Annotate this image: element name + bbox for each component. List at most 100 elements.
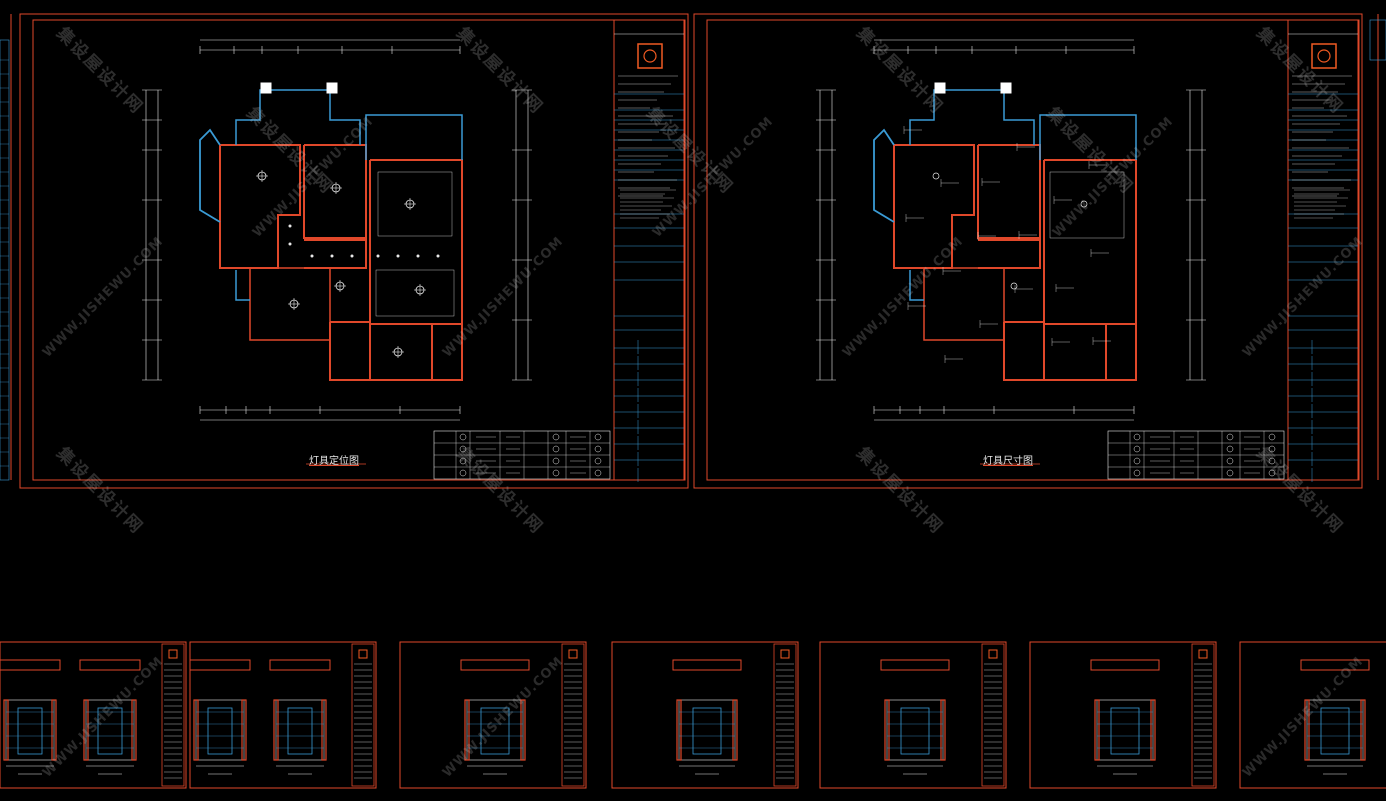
elevation-sheet-frame (1239, 641, 1386, 789)
sheet-outer-frame (693, 13, 1363, 489)
elevation-side-wall (51, 699, 57, 761)
adjacent-sheet-fragments (0, 14, 1386, 481)
room-wall-right (432, 324, 463, 381)
ceiling-outline (375, 269, 455, 317)
room-wall-bath (329, 321, 371, 381)
legend-symbol (552, 457, 560, 465)
elevation-plan-strip (189, 659, 251, 671)
title-block-frame (613, 19, 685, 481)
elevation-plan-strip (1300, 659, 1370, 671)
elevation-title-block (561, 643, 585, 787)
elevation-door (1320, 707, 1350, 755)
column-marker (260, 82, 272, 94)
elevation-plan-strip (1090, 659, 1160, 671)
company-logo (168, 649, 178, 659)
legend-symbol (459, 457, 467, 465)
legend-symbol (552, 469, 560, 477)
elevation-title-block (1191, 643, 1215, 787)
elevation-plan-strip (0, 659, 61, 671)
sheet-inner-frame (706, 19, 1360, 481)
company-logo (988, 649, 998, 659)
window-bay (873, 128, 895, 223)
balcony-outline (909, 89, 1035, 145)
company-logo-mark (643, 49, 657, 63)
company-logo (1311, 43, 1337, 69)
title-block-frame (1287, 19, 1359, 481)
legend-symbol (594, 457, 602, 465)
downlight (330, 254, 334, 258)
elevation-side-wall (241, 699, 247, 761)
dimension-annotations (903, 126, 1125, 363)
company-logo (1198, 649, 1208, 659)
elevation-side-wall (1304, 699, 1310, 761)
legend-symbol (1133, 457, 1141, 465)
downlight (288, 224, 292, 228)
elevation-side-wall (1360, 699, 1366, 761)
light-fixtures (256, 170, 455, 358)
elevation-plan-strip (79, 659, 141, 671)
elevation-door (207, 707, 233, 755)
room-wall-bath (1003, 321, 1045, 381)
column-marker (326, 82, 338, 94)
balcony-outline-right (365, 114, 463, 160)
elevation-wall (5, 699, 55, 761)
downlight (376, 254, 380, 258)
legend-symbol (552, 433, 560, 441)
light-fixture (1080, 200, 1088, 208)
room-wall-corridor (304, 239, 367, 269)
elevation-title-block (773, 643, 797, 787)
elevation-sheet (0, 641, 187, 789)
column-marker (934, 82, 946, 94)
legend-symbol (1268, 457, 1276, 465)
elevation-wall (678, 699, 736, 761)
room-wall-corridor (978, 239, 1041, 269)
elevation-sheet-frame (611, 641, 799, 789)
light-fixture (1010, 282, 1018, 290)
legend-symbol (552, 445, 560, 453)
elevation-wall (1306, 699, 1364, 761)
legend-table (1107, 430, 1285, 480)
elevation-sheet-frame (1029, 641, 1217, 789)
legend-symbol (1133, 433, 1141, 441)
downlight (350, 254, 354, 258)
balcony-outline (235, 89, 361, 145)
room-wall-kitchen-ext (235, 270, 250, 301)
elevation-side-wall (732, 699, 738, 761)
legend-table (433, 430, 611, 480)
room-wall-balcony (370, 323, 433, 381)
legend-symbol (459, 469, 467, 477)
balcony-outline-right (1039, 114, 1137, 160)
elevation-side-wall (676, 699, 682, 761)
elevation-wall (195, 699, 245, 761)
elevation-sheet (1239, 641, 1386, 789)
light-fixture (932, 172, 940, 180)
downlight (416, 254, 420, 258)
elevation-sheet (819, 641, 1007, 789)
room-wall-bedroom2 (303, 144, 367, 239)
room-wall-balcony (1044, 323, 1107, 381)
ceiling-outline (1049, 171, 1125, 239)
company-logo (358, 649, 368, 659)
legend-symbol (1226, 433, 1234, 441)
elevation-wall (886, 699, 944, 761)
downlight (436, 254, 440, 258)
title-block (613, 19, 685, 482)
company-logo (568, 649, 578, 659)
title-block-fragment (1369, 19, 1386, 61)
elevation-title-block (351, 643, 375, 787)
elevation-side-wall (1094, 699, 1100, 761)
legend-symbol (594, 469, 602, 477)
elevation-plan-strip (672, 659, 742, 671)
elevation-door (480, 707, 510, 755)
dimension-lines (142, 39, 532, 421)
ceiling-outline (377, 171, 453, 237)
title-block-fragment (0, 39, 10, 481)
elevation-plan-strip (269, 659, 331, 671)
title-block (1287, 19, 1359, 482)
elevation-side-wall (464, 699, 470, 761)
legend-symbol (1226, 469, 1234, 477)
room-wall-right (1106, 324, 1137, 381)
elevation-side-wall (193, 699, 199, 761)
room-wall-kitchen-ext (909, 270, 924, 301)
